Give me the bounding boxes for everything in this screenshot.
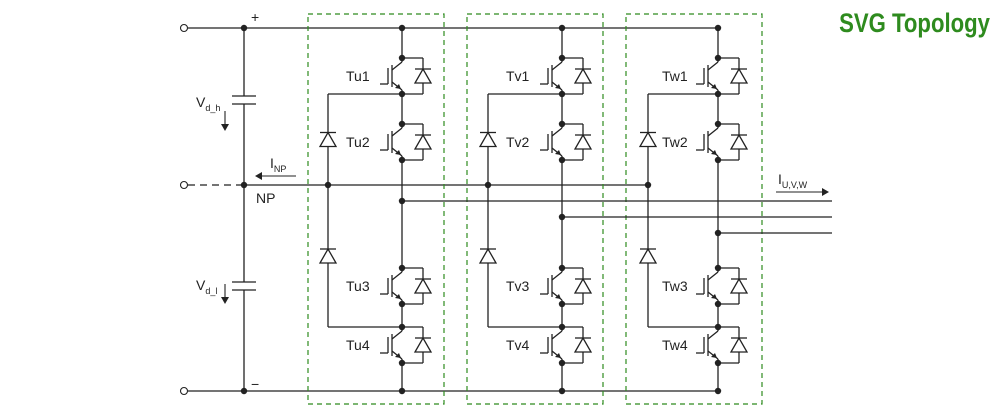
transistor-label-tw2: Tw2 — [662, 134, 688, 150]
diode-symbol — [318, 185, 338, 327]
diode-symbol — [413, 268, 433, 304]
dc-link: + − NP Vd_h Vd_l INP — [179, 9, 718, 396]
diode-symbol — [318, 94, 338, 185]
transistor-label-tu2: Tu2 — [346, 134, 370, 150]
diode-symbol — [478, 185, 498, 327]
vdh-label: Vd_h — [196, 94, 220, 113]
transistor-label-tu3: Tu3 — [346, 278, 370, 294]
phase-module-box — [307, 13, 445, 405]
diode-symbol — [729, 327, 749, 363]
transistor-label-tv4: Tv4 — [506, 337, 530, 353]
transistor-label-tw1: Tw1 — [662, 68, 688, 84]
igbt-symbol — [696, 271, 719, 301]
minus-label: − — [251, 376, 259, 392]
igbt-symbol — [696, 330, 719, 360]
igbt-symbol — [380, 330, 403, 360]
igbt-symbol — [540, 271, 563, 301]
plus-label: + — [251, 9, 259, 25]
diode-symbol — [478, 94, 498, 185]
output-lines: IU,V,W — [402, 171, 832, 234]
diode-symbol — [413, 58, 433, 94]
diode-symbol — [729, 124, 749, 160]
diode-symbol — [638, 185, 658, 327]
diagram-title: SVG Topology — [839, 8, 990, 38]
diode-symbol — [573, 327, 593, 363]
phase-module-box — [625, 13, 763, 405]
igbt-symbol — [696, 127, 719, 157]
transistor-label-tv3: Tv3 — [506, 278, 530, 294]
diode-symbol — [573, 268, 593, 304]
igbt-symbol — [696, 61, 719, 91]
phase-module-box — [466, 13, 604, 405]
igbt-symbol — [540, 330, 563, 360]
iuvw-label: IU,V,W — [778, 171, 808, 190]
inp-label: INP — [270, 155, 286, 174]
diode-symbol — [638, 94, 658, 185]
diode-symbol — [573, 124, 593, 160]
igbt-symbol — [540, 61, 563, 91]
transistor-label-tv2: Tv2 — [506, 134, 530, 150]
igbt-symbol — [380, 127, 403, 157]
igbt-symbol — [380, 61, 403, 91]
igbt-symbol — [380, 271, 403, 301]
dc-minus-terminal — [179, 386, 189, 396]
diode-symbol — [413, 327, 433, 363]
transistor-label-tw3: Tw3 — [662, 278, 688, 294]
dc-np-terminal — [179, 180, 189, 190]
diode-symbol — [729, 58, 749, 94]
dc-plus-terminal — [179, 23, 189, 33]
diode-symbol — [729, 268, 749, 304]
igbt-symbol — [540, 127, 563, 157]
transistor-label-tv1: Tv1 — [506, 68, 530, 84]
transistor-label-tu1: Tu1 — [346, 68, 370, 84]
diode-symbol — [413, 124, 433, 160]
transistor-label-tw4: Tw4 — [662, 337, 688, 353]
transistor-label-tu4: Tu4 — [346, 337, 370, 353]
vdl-label: Vd_l — [196, 277, 217, 296]
np-label: NP — [256, 190, 275, 206]
diode-symbol — [573, 58, 593, 94]
